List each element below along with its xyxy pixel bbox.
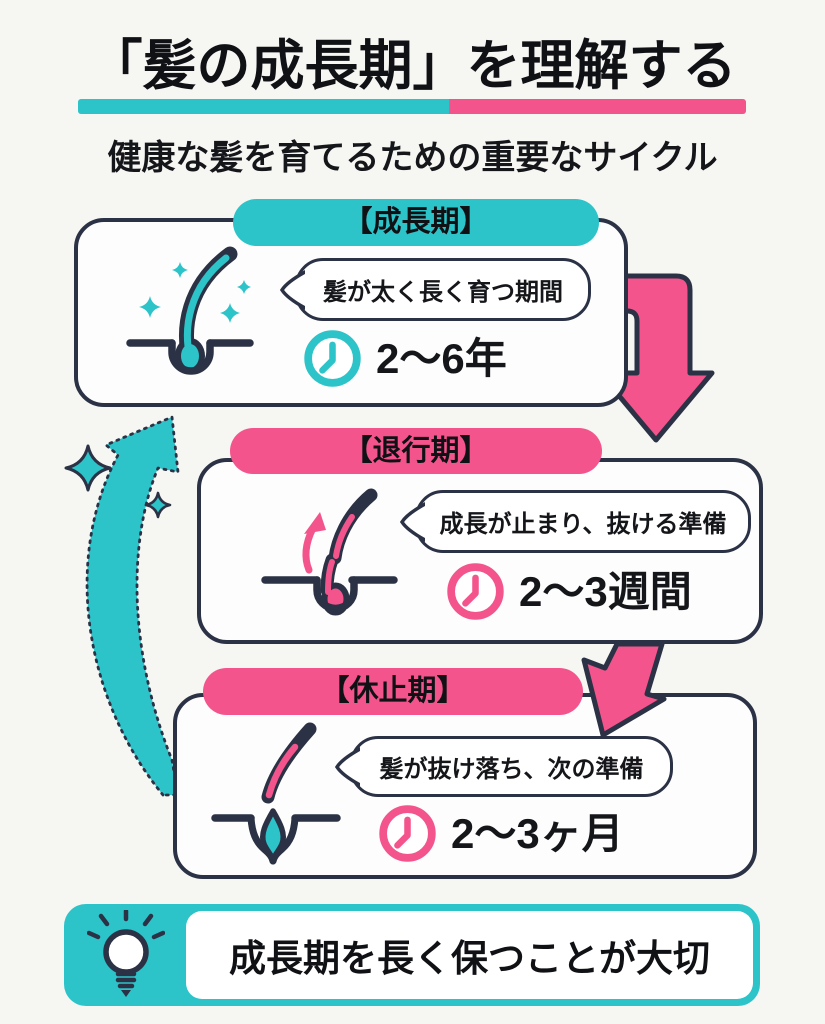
clock-icon: [379, 805, 436, 862]
sparkling-hair-follicle-icon: [126, 246, 254, 375]
phase-description-bubble-catagen: 成長が止まり、抜ける準備: [399, 490, 751, 553]
phase-description-bubble-telogen: 髪が抜け落ち、次の準備: [334, 736, 673, 797]
shed-hair-new-bud-icon: [211, 722, 341, 865]
sparkle-icon: [220, 303, 240, 323]
phase-duration-text: 2〜3ヶ月: [451, 809, 624, 857]
flow-arrow-catagen-to-telogen-icon: [581, 641, 667, 738]
flow-arrow-growth-to-catagen-icon: [598, 273, 715, 443]
sparkle-icon: [139, 296, 161, 318]
key-message-banner: 成長期を長く保つことが大切: [64, 904, 760, 1006]
bubble-tail-icon: [279, 269, 305, 310]
title-underline-teal: [78, 99, 449, 114]
phase-duration-growth: 2〜6年: [304, 330, 507, 387]
bubble-tail-icon: [334, 746, 360, 787]
phase-description-catagen: 成長が止まり、抜ける準備: [439, 511, 727, 538]
phase-duration-text: 2〜6年: [376, 334, 507, 382]
phase-duration-text: 2〜3週間: [519, 567, 692, 615]
title-underline: [78, 99, 746, 114]
phase-description-growth: 髪が太く長く育つ期間: [323, 279, 563, 306]
hair-detaching-follicle-icon: [261, 488, 398, 616]
lightbulb-icon: [87, 910, 165, 997]
phase-description-bubble-growth: 髪が太く長く育つ期間: [279, 258, 591, 321]
title-underline-pink: [448, 99, 746, 114]
sparkle-icon: [237, 280, 251, 294]
sparkle-icon: [144, 491, 172, 519]
key-message-text: 成長期を長く保つことが大切: [186, 911, 753, 999]
phase-duration-catagen: 2〜3週間: [447, 563, 692, 620]
clock-icon: [447, 563, 504, 620]
clock-icon: [304, 330, 361, 387]
bubble-tail-icon: [399, 501, 425, 542]
phase-label-catagen: 【退行期】: [230, 428, 602, 474]
page-subtitle: 健康な髪を育てるための重要なサイクル: [107, 139, 718, 177]
phase-label-telogen: 【休止期】: [203, 668, 583, 715]
sparkle-icon: [64, 444, 112, 492]
phase-duration-telogen: 2〜3ヶ月: [379, 805, 624, 862]
sparkle-icon: [172, 262, 188, 278]
cycle-loop-arrow-icon: [64, 415, 180, 797]
page-title: 「髪の成長期」を理解する: [88, 36, 737, 96]
phase-label-growth: 【成長期】: [233, 199, 599, 246]
phase-description-telogen: 髪が抜け落ち、次の準備: [379, 756, 644, 783]
